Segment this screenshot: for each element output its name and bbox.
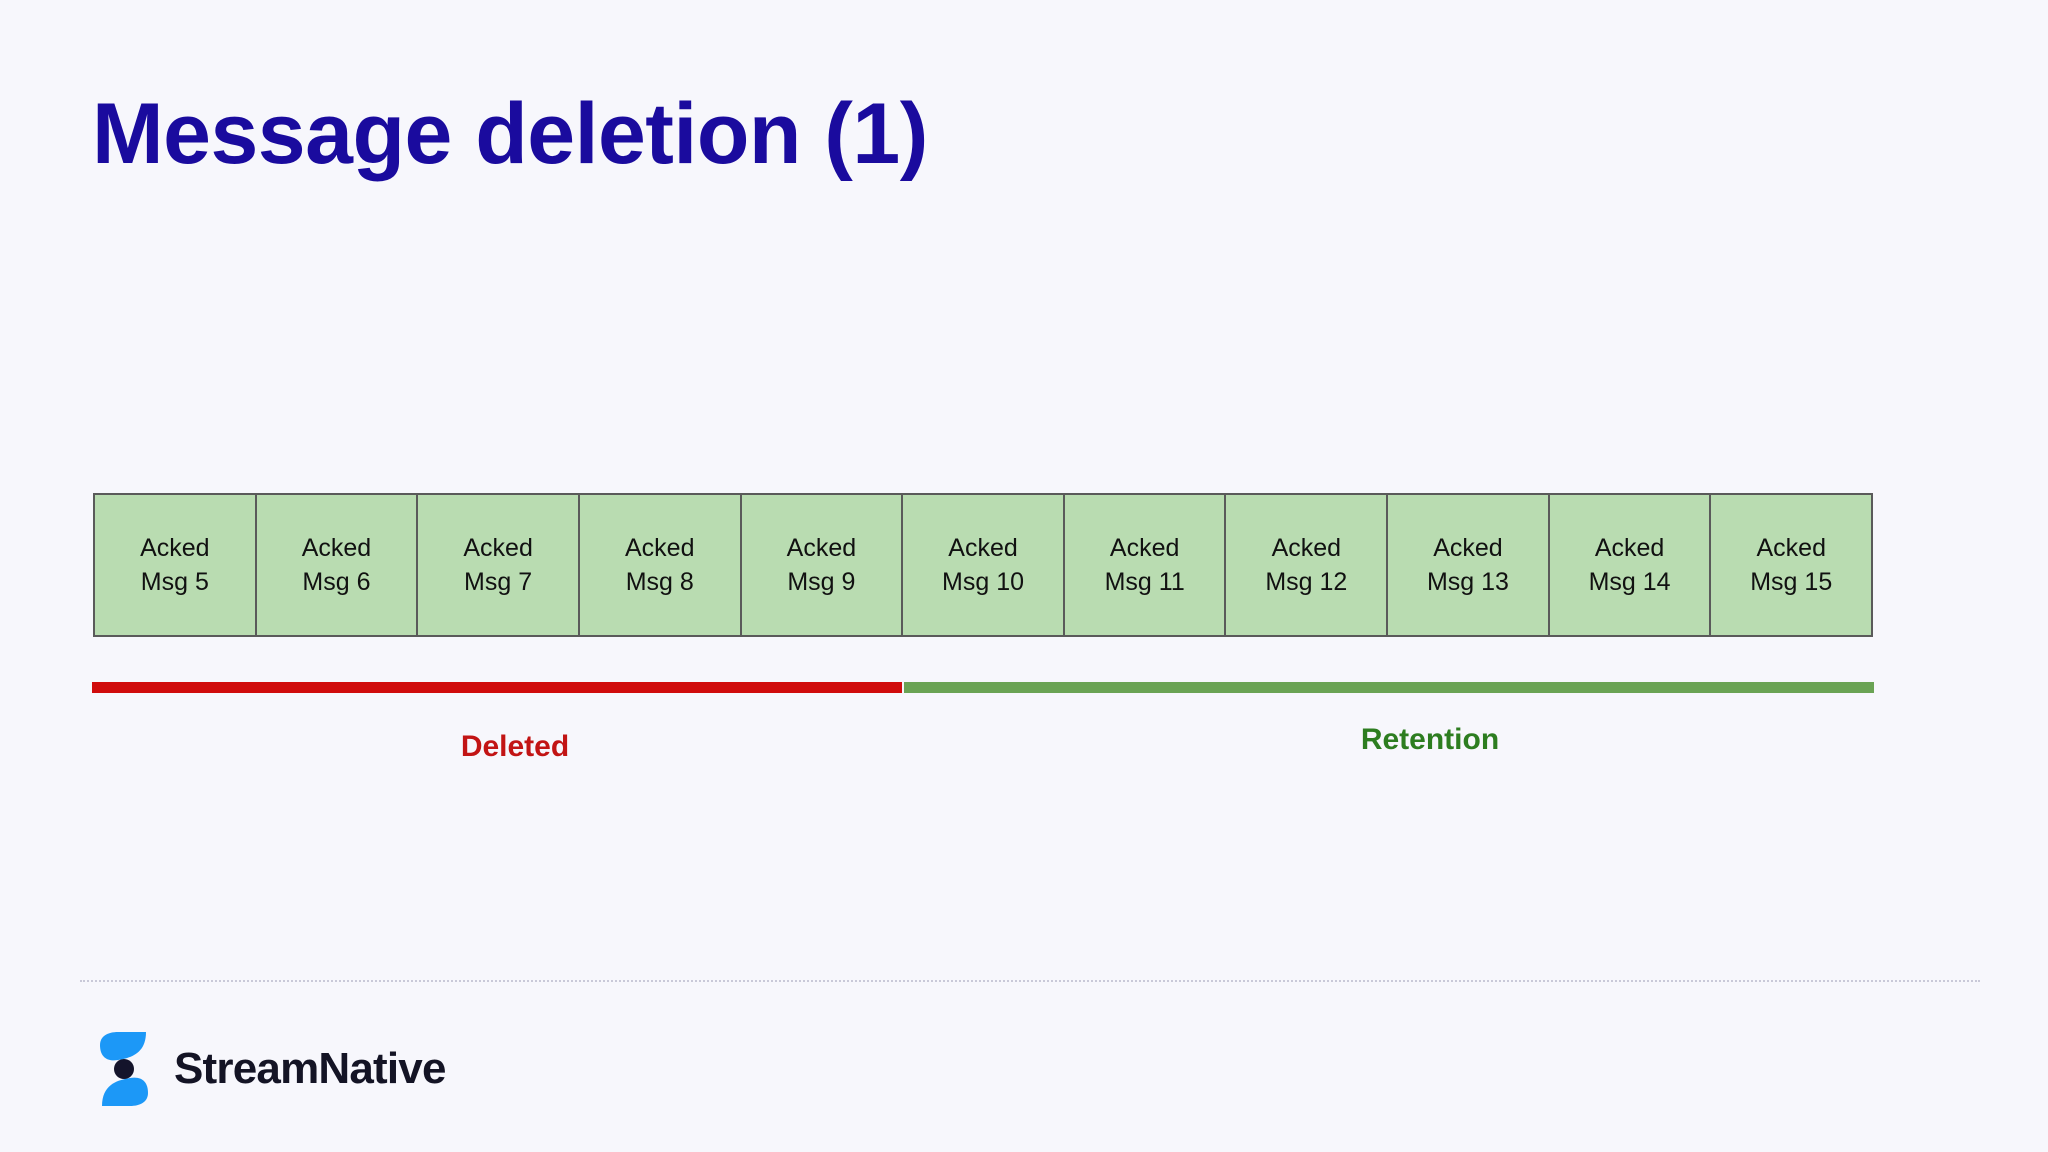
footer-divider bbox=[80, 980, 1980, 982]
message-box-status: Acked bbox=[948, 533, 1018, 562]
brand-logo: StreamNative bbox=[96, 1030, 446, 1108]
message-box-label: Msg 9 bbox=[787, 568, 856, 596]
message-box-label: Msg 12 bbox=[1265, 568, 1348, 596]
message-box-label: Msg 13 bbox=[1426, 568, 1509, 596]
message-box-status: Acked bbox=[140, 533, 210, 562]
message-box: Acked Msg 10 bbox=[901, 493, 1065, 637]
message-box: Acked Msg 14 bbox=[1547, 493, 1712, 637]
message-box: Acked Msg 8 bbox=[577, 493, 742, 637]
message-box-status: Acked bbox=[1594, 533, 1665, 562]
message-box: Acked Msg 13 bbox=[1386, 493, 1550, 637]
message-box-status: Acked bbox=[463, 533, 533, 562]
message-box-label: Msg 14 bbox=[1588, 568, 1671, 596]
retention-segment-bar bbox=[904, 682, 1874, 693]
deleted-segment-bar bbox=[92, 682, 902, 693]
brand-name-label: StreamNative bbox=[174, 1044, 446, 1093]
retention-segment-label: Retention bbox=[1360, 723, 1500, 756]
message-box-status: Acked bbox=[301, 533, 372, 562]
segment-bar-group bbox=[92, 682, 1874, 694]
deleted-segment-label: Deleted bbox=[460, 730, 570, 763]
message-box-label: Msg 6 bbox=[302, 568, 371, 596]
message-box: Acked Msg 5 bbox=[93, 493, 257, 637]
streamnative-logo-icon bbox=[100, 1032, 148, 1106]
message-box: Acked Msg 7 bbox=[416, 493, 580, 637]
message-box-label: Msg 5 bbox=[140, 568, 209, 596]
message-box-status: Acked bbox=[1271, 533, 1342, 562]
page-title: Message deletion (1) bbox=[92, 85, 928, 182]
message-box-status: Acked bbox=[1109, 533, 1180, 562]
message-box-label: Msg 10 bbox=[942, 568, 1025, 596]
message-box-label: Msg 11 bbox=[1104, 568, 1185, 596]
message-box: Acked Msg 15 bbox=[1709, 493, 1874, 637]
message-box: Acked Msg 11 bbox=[1062, 493, 1227, 637]
message-box: Acked Msg 9 bbox=[739, 493, 904, 637]
message-box-row: Acked Msg 5 Acked Msg 6 Acked Msg 7 Acke… bbox=[93, 493, 1874, 637]
message-box-status: Acked bbox=[1433, 533, 1503, 562]
message-box-label: Msg 8 bbox=[625, 568, 694, 596]
message-box-label: Msg 7 bbox=[464, 568, 533, 596]
message-box-status: Acked bbox=[786, 533, 857, 562]
message-box: Acked Msg 6 bbox=[254, 493, 419, 637]
message-box-status: Acked bbox=[625, 533, 695, 562]
message-box: Acked Msg 12 bbox=[1224, 493, 1389, 637]
message-box-status: Acked bbox=[1756, 533, 1826, 562]
message-box-label: Msg 15 bbox=[1750, 568, 1833, 596]
